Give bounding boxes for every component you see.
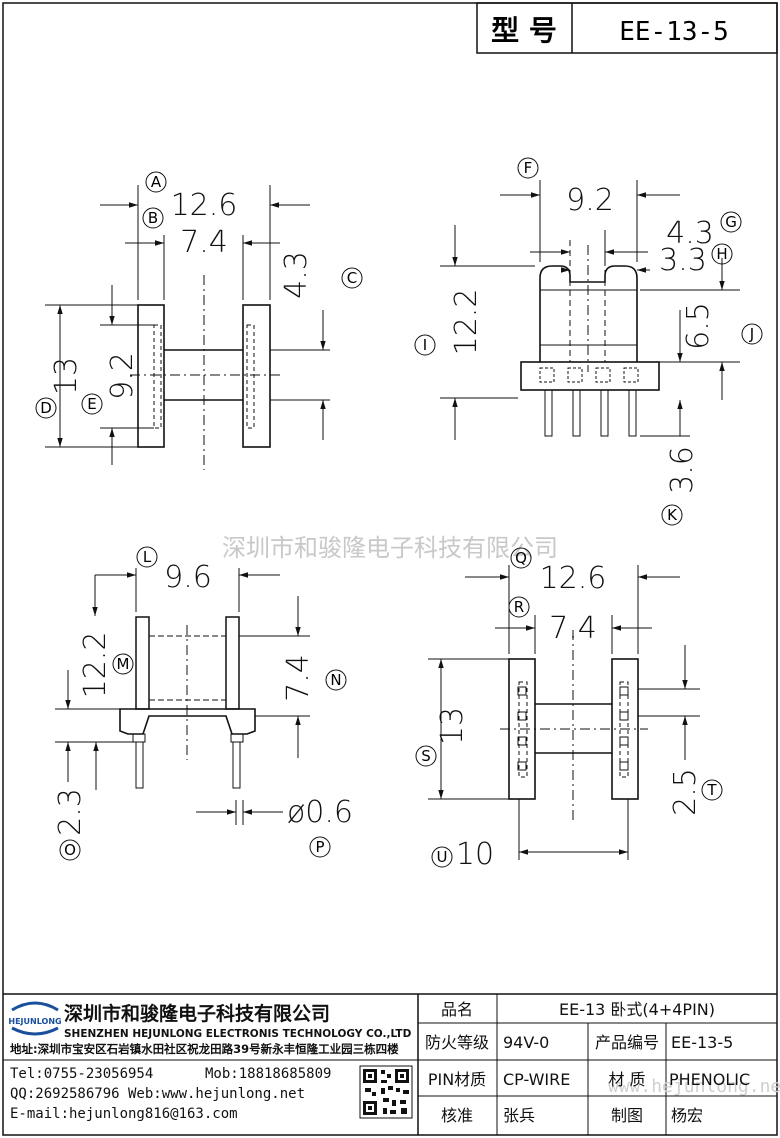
view-bottom-left [55, 568, 310, 825]
label-c: C [347, 269, 357, 287]
spec-check-value: 张兵 [503, 1106, 535, 1125]
label-o: O [64, 841, 76, 859]
label-d: D [40, 399, 52, 417]
view-top-right [440, 180, 740, 440]
bottom-left-labels: L M N O P [59, 546, 347, 861]
dim-u: 10 [456, 837, 494, 872]
qr-code-icon [359, 1065, 413, 1119]
dim-m: 12.2 [78, 632, 113, 699]
label-g: G [725, 213, 737, 231]
bottom-left-dim-texts: 9.6 12.2 7.4 2.3 ø0.6 [53, 560, 353, 836]
label-k: K [667, 506, 678, 524]
dim-h: 3.3 [659, 243, 707, 278]
dim-l: 9.6 [164, 560, 212, 595]
spec-draw-value: 杨宏 [671, 1106, 703, 1125]
dim-s: 13 [435, 707, 470, 745]
dim-f: 9.2 [566, 183, 614, 218]
spec-code-value: EE-13-5 [671, 1033, 733, 1052]
spec-code-label: 产品编号 [595, 1033, 659, 1052]
dim-p: ø0.6 [287, 795, 353, 830]
dim-n: 7.4 [281, 654, 316, 702]
title-block [3, 993, 777, 1135]
company-email: E-mail:hejunlong816@163.com [10, 1106, 238, 1122]
label-u: U [437, 848, 448, 866]
spec-product-name-value: EE-13 卧式(4+4PIN) [559, 1000, 715, 1019]
dim-r: 7.4 [549, 611, 597, 646]
spec-pin-value: CP-WIRE [503, 1070, 570, 1089]
spec-material-value: PHENOLIC [669, 1070, 750, 1089]
dim-b: 7.4 [180, 225, 228, 260]
label-e: E [87, 395, 96, 413]
company-name-en: SHENZHEN HEJUNLONG ELECTRONIS TECHNOLOGY… [64, 1028, 412, 1040]
logo-text: HEJUNLONG [8, 1017, 61, 1026]
label-r: R [514, 598, 524, 616]
model-header: 型 号 EE-13-5 [476, 2, 778, 54]
dim-k: 3.6 [665, 446, 700, 494]
dim-e: 9.2 [105, 352, 140, 400]
dim-t: 2.5 [668, 768, 703, 816]
label-l: L [143, 548, 152, 566]
spec-check-label: 核准 [441, 1106, 473, 1125]
model-label: 型 号 [491, 14, 557, 47]
top-right-dim-texts: 9.2 4.3 3.3 12.2 6.5 3.6 [449, 183, 716, 494]
spec-product-name-label: 品名 [441, 1000, 473, 1019]
bottom-right-labels: Q R S T U [415, 547, 723, 868]
label-q: Q [515, 549, 527, 567]
spec-fire-value: 94V-0 [503, 1033, 549, 1052]
top-left-dim-texts: 12.6 7.4 4.3 13 9.2 [49, 188, 314, 400]
label-f: F [524, 159, 533, 177]
label-s: S [421, 747, 431, 765]
spec-pin-label: PIN材质 [428, 1070, 486, 1089]
dim-o: 2.3 [53, 788, 88, 836]
dim-a: 12.6 [171, 188, 238, 223]
dim-q: 12.6 [540, 561, 607, 596]
spec-material-label: 材 质 [608, 1070, 645, 1089]
company-logo: HEJUNLONG [8, 1001, 62, 1036]
label-n: N [330, 671, 341, 689]
label-a: A [151, 173, 162, 191]
dim-c: 4.3 [279, 251, 314, 299]
label-t: T [706, 781, 717, 799]
bottom-right-dim-texts: 12.6 7.4 13 2.5 10 [435, 561, 703, 872]
view-top-left [45, 185, 330, 470]
spec-draw-label: 制图 [611, 1106, 643, 1125]
label-i: I [423, 336, 427, 354]
label-b: B [148, 209, 158, 227]
label-j: J [749, 325, 754, 343]
dim-i: 12.2 [449, 289, 484, 356]
view-bottom-right [428, 565, 700, 860]
top-right-labels: F G H I J K [414, 157, 763, 526]
spec-fire-label: 防火等级 [425, 1033, 489, 1052]
company-name-cn: 深圳市和骏隆电子科技有限公司 [64, 1002, 330, 1025]
dim-g: 4.3 [666, 216, 714, 251]
watermark-site: www.hejunlong.net [608, 1076, 780, 1097]
label-m: M [117, 655, 130, 673]
company-tel: Tel:0755-23056954 [10, 1066, 153, 1082]
model-value: EE-13-5 [619, 17, 729, 47]
dim-d: 13 [49, 357, 84, 395]
company-qq-web: QQ:2692586796 Web:www.hejunlong.net [10, 1086, 305, 1102]
label-h: H [716, 245, 727, 263]
dim-j: 6.5 [681, 302, 716, 350]
watermark: 深圳市和骏隆电子科技有限公司 [222, 534, 558, 562]
company-mob: Mob:18818685809 [205, 1066, 331, 1082]
company-address: 地址:深圳市宝安区石岩镇水田社区祝龙田路39号新永丰恒隆工业园三栋四楼 [10, 1042, 399, 1056]
label-p: P [315, 838, 324, 856]
top-left-labels: A B C D E [35, 171, 363, 419]
